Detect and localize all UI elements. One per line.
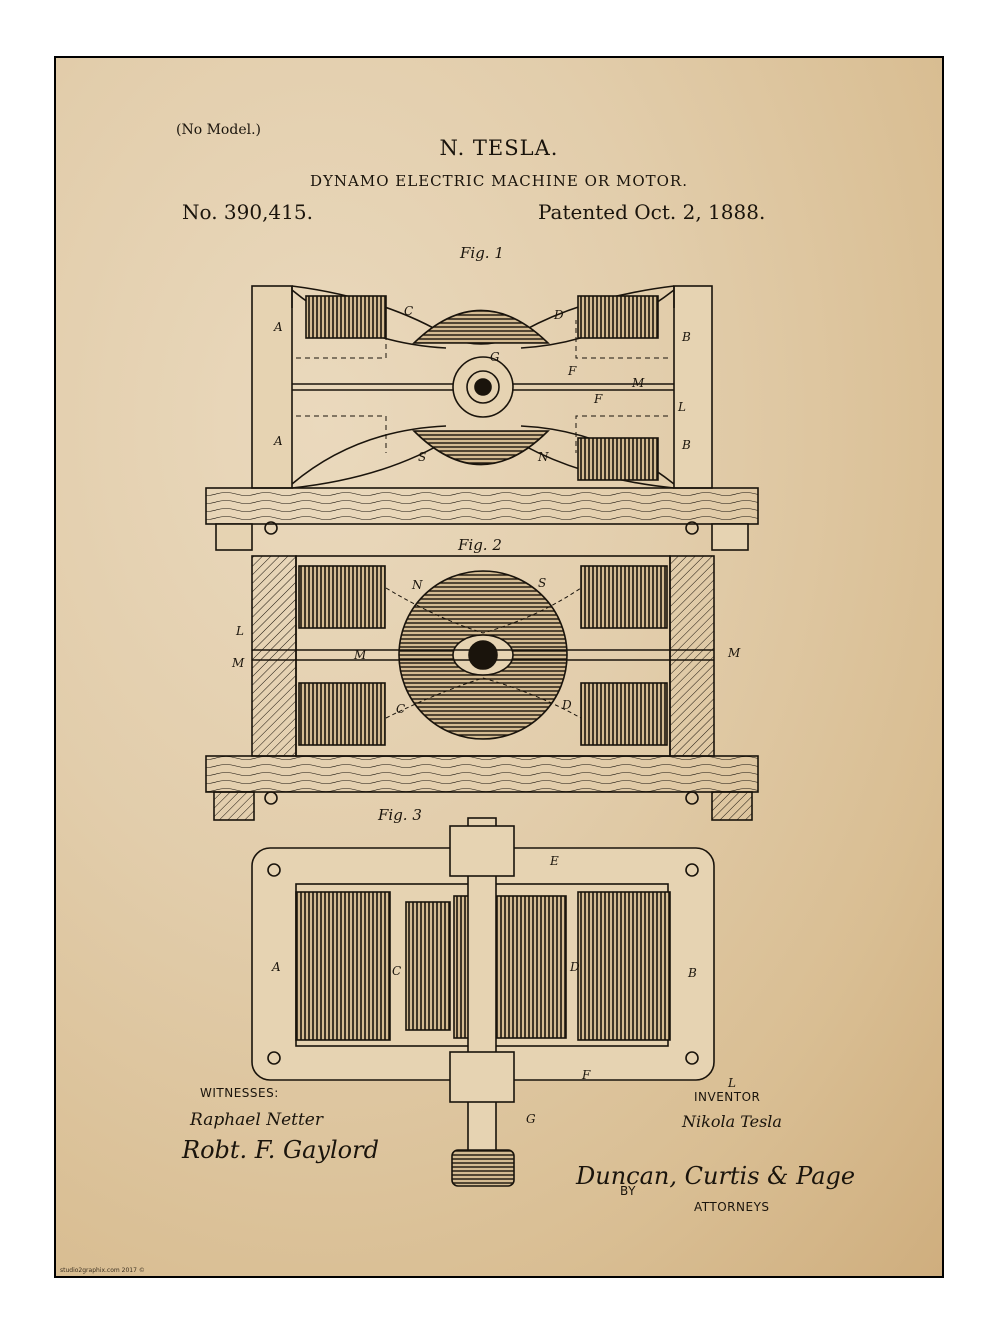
label-n-fig1: N: [538, 450, 549, 464]
patent-title: DYNAMO ELECTRIC MACHINE OR MOTOR.: [309, 172, 688, 190]
patent-drawing: [205, 285, 759, 1187]
label-b-fig3: B: [688, 966, 697, 980]
patent-date: Patented Oct. 2, 1888.: [538, 200, 766, 224]
label-g-fig3: G: [526, 1112, 536, 1126]
attorneys-label: ATTORNEYS: [694, 1200, 770, 1214]
label-d-fig2: D: [562, 698, 572, 712]
label-a-fig3: A: [272, 960, 281, 974]
by-label: BY: [620, 1184, 636, 1198]
label-s-fig2: S: [538, 576, 547, 590]
label-m-fig2-right: M: [728, 646, 741, 660]
label-c-fig2: C: [396, 702, 406, 716]
witnesses-label: WITNESSES:: [200, 1086, 279, 1100]
patent-number: No. 390,415.: [182, 200, 313, 224]
label-c-fig3: C: [392, 964, 402, 978]
inventor-label: INVENTOR: [694, 1090, 761, 1104]
label-m-fig2-left: M: [232, 656, 245, 670]
label-a-fig1-bottom: A: [274, 434, 283, 448]
label-m-fig1: M: [632, 376, 645, 390]
inventor-signature: Nikola Tesla: [682, 1112, 782, 1131]
label-l-fig3: L: [728, 1076, 736, 1090]
label-l-fig1: L: [678, 400, 686, 414]
no-model-note: (No Model.): [176, 122, 261, 138]
label-d-fig1: D: [554, 308, 564, 322]
label-d-fig3: D: [570, 960, 580, 974]
figure-3-title: Fig. 3: [378, 806, 422, 824]
witness-signature-2: Robt. F. Gaylord: [182, 1136, 379, 1164]
label-f-fig3: F: [582, 1068, 591, 1082]
label-g-fig1: G: [490, 350, 500, 364]
label-l-fig2: L: [236, 624, 244, 638]
patent-print: (No Model.) N. TESLA. DYNAMO ELECTRIC MA…: [54, 56, 944, 1278]
label-c-fig1: C: [404, 304, 414, 318]
inventor-heading: N. TESLA.: [439, 136, 559, 160]
label-f-fig1-bottom: F: [594, 392, 603, 406]
figure-1-title: Fig. 1: [460, 244, 504, 262]
label-b-fig1-bottom: B: [682, 438, 691, 452]
figure-2-title: Fig. 2: [458, 536, 502, 554]
label-f-fig1-top: F: [568, 364, 577, 378]
label-b-fig1-top: B: [682, 330, 691, 344]
credit-line: studio2graphix.com 2017 ©: [60, 1267, 145, 1274]
label-e-fig3: E: [550, 854, 559, 868]
figure-2: [205, 555, 759, 821]
label-a-fig1-top: A: [274, 320, 283, 334]
label-s-fig1: S: [418, 450, 427, 464]
label-m-fig2-mid: M: [354, 648, 367, 662]
label-n-fig2: N: [412, 578, 423, 592]
witness-signature-1: Raphael Netter: [190, 1110, 323, 1130]
figure-3: [251, 817, 715, 1187]
figure-1: [205, 285, 759, 551]
attorneys-signature: Duncan, Curtis & Page: [576, 1162, 856, 1190]
